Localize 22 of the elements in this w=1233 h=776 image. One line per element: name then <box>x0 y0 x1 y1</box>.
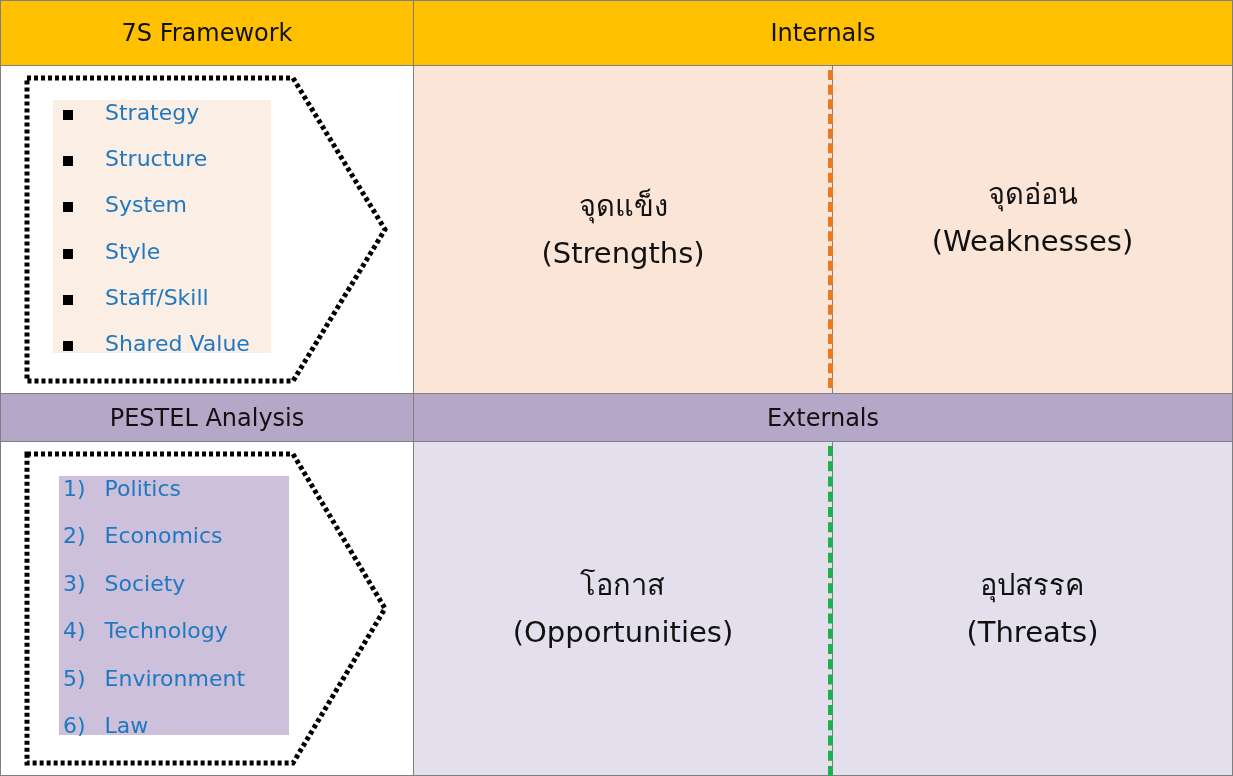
list-item: Staff/Skill <box>105 284 209 310</box>
header-cell: Internals <box>413 0 1233 66</box>
header-cell: Externals <box>413 393 1233 442</box>
dotted-pentagon <box>23 74 389 385</box>
list-item: Strategy <box>105 100 200 125</box>
quadrant-label: โอกาส (Opportunities) <box>512 562 734 655</box>
list-item: 3) Society <box>63 570 186 596</box>
quadrant-label: จุดอ่อน (Weaknesses) <box>931 171 1134 264</box>
quadrant-label: อุปสรรค (Threats) <box>966 562 1099 655</box>
list-item: Structure <box>105 146 208 172</box>
list-item: 4) Technology <box>63 618 228 644</box>
list-item: System <box>105 192 188 218</box>
list-item: Shared Value <box>105 331 250 356</box>
header-cell: 7S Framework <box>0 0 414 66</box>
header-cell: PESTEL Analysis <box>0 393 414 442</box>
list-item: Style <box>105 238 161 264</box>
list-item: 1) Politics <box>63 476 182 501</box>
quadrant-label: จุดแข็ง (Strengths) <box>541 183 705 276</box>
dotted-pentagon <box>23 450 389 767</box>
list-item: 2) Economics <box>63 523 223 549</box>
list-item: 5) Environment <box>63 665 246 691</box>
list-item: 6) Law <box>63 713 149 738</box>
